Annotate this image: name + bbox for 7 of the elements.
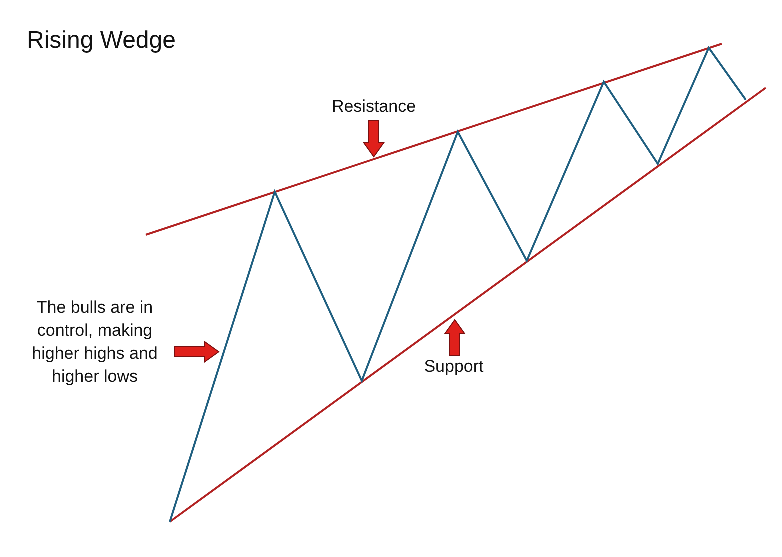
arrow [363,120,385,158]
arrow [444,319,466,356]
annotation-text: The bulls are in control, making higher highs and higher lows [25,296,165,388]
resistance-label: Resistance [306,95,442,118]
arrow [174,341,220,363]
chart-title: Rising Wedge [27,27,176,55]
support-label: Support [398,355,510,378]
